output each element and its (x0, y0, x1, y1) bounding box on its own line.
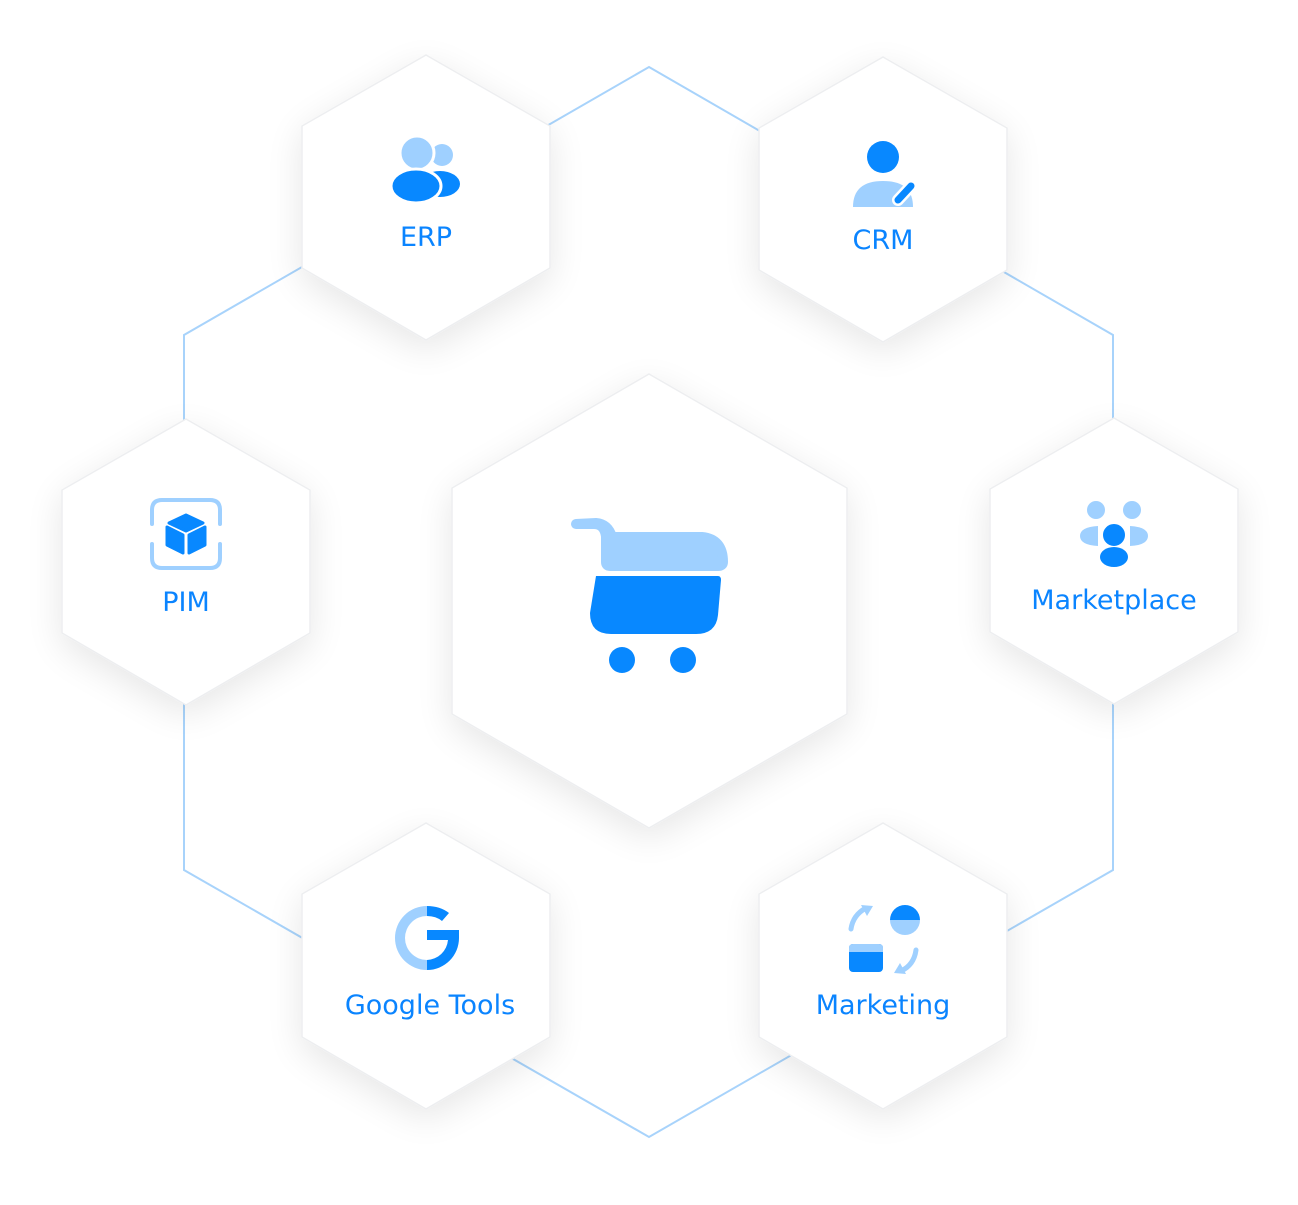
center-hexagon[interactable] (451, 373, 848, 829)
pim-hexagon[interactable] (61, 418, 311, 706)
connector-outline (183, 65, 1114, 1139)
google-tools-label: Google Tools (344, 990, 516, 1021)
erp-hexagon[interactable] (301, 54, 551, 341)
marketing-label: Marketing (815, 990, 951, 1021)
community-icon (1080, 501, 1148, 567)
crm-label: CRM (852, 225, 914, 256)
marketplace-label: Marketplace (1031, 585, 1197, 616)
users-icon (389, 134, 460, 205)
marketing-hexagon[interactable] (758, 822, 1008, 1110)
google-tools-hexagon[interactable] (301, 822, 551, 1110)
marketplace-hexagon[interactable] (989, 417, 1239, 705)
exchange-icon (848, 905, 920, 974)
shopping-cart-icon (571, 518, 728, 673)
user-edit-icon (853, 141, 917, 207)
pim-label: PIM (162, 587, 210, 618)
product-box-icon (150, 498, 222, 570)
crm-hexagon[interactable] (758, 56, 1008, 343)
google-icon (395, 906, 459, 970)
erp-label: ERP (399, 222, 453, 253)
